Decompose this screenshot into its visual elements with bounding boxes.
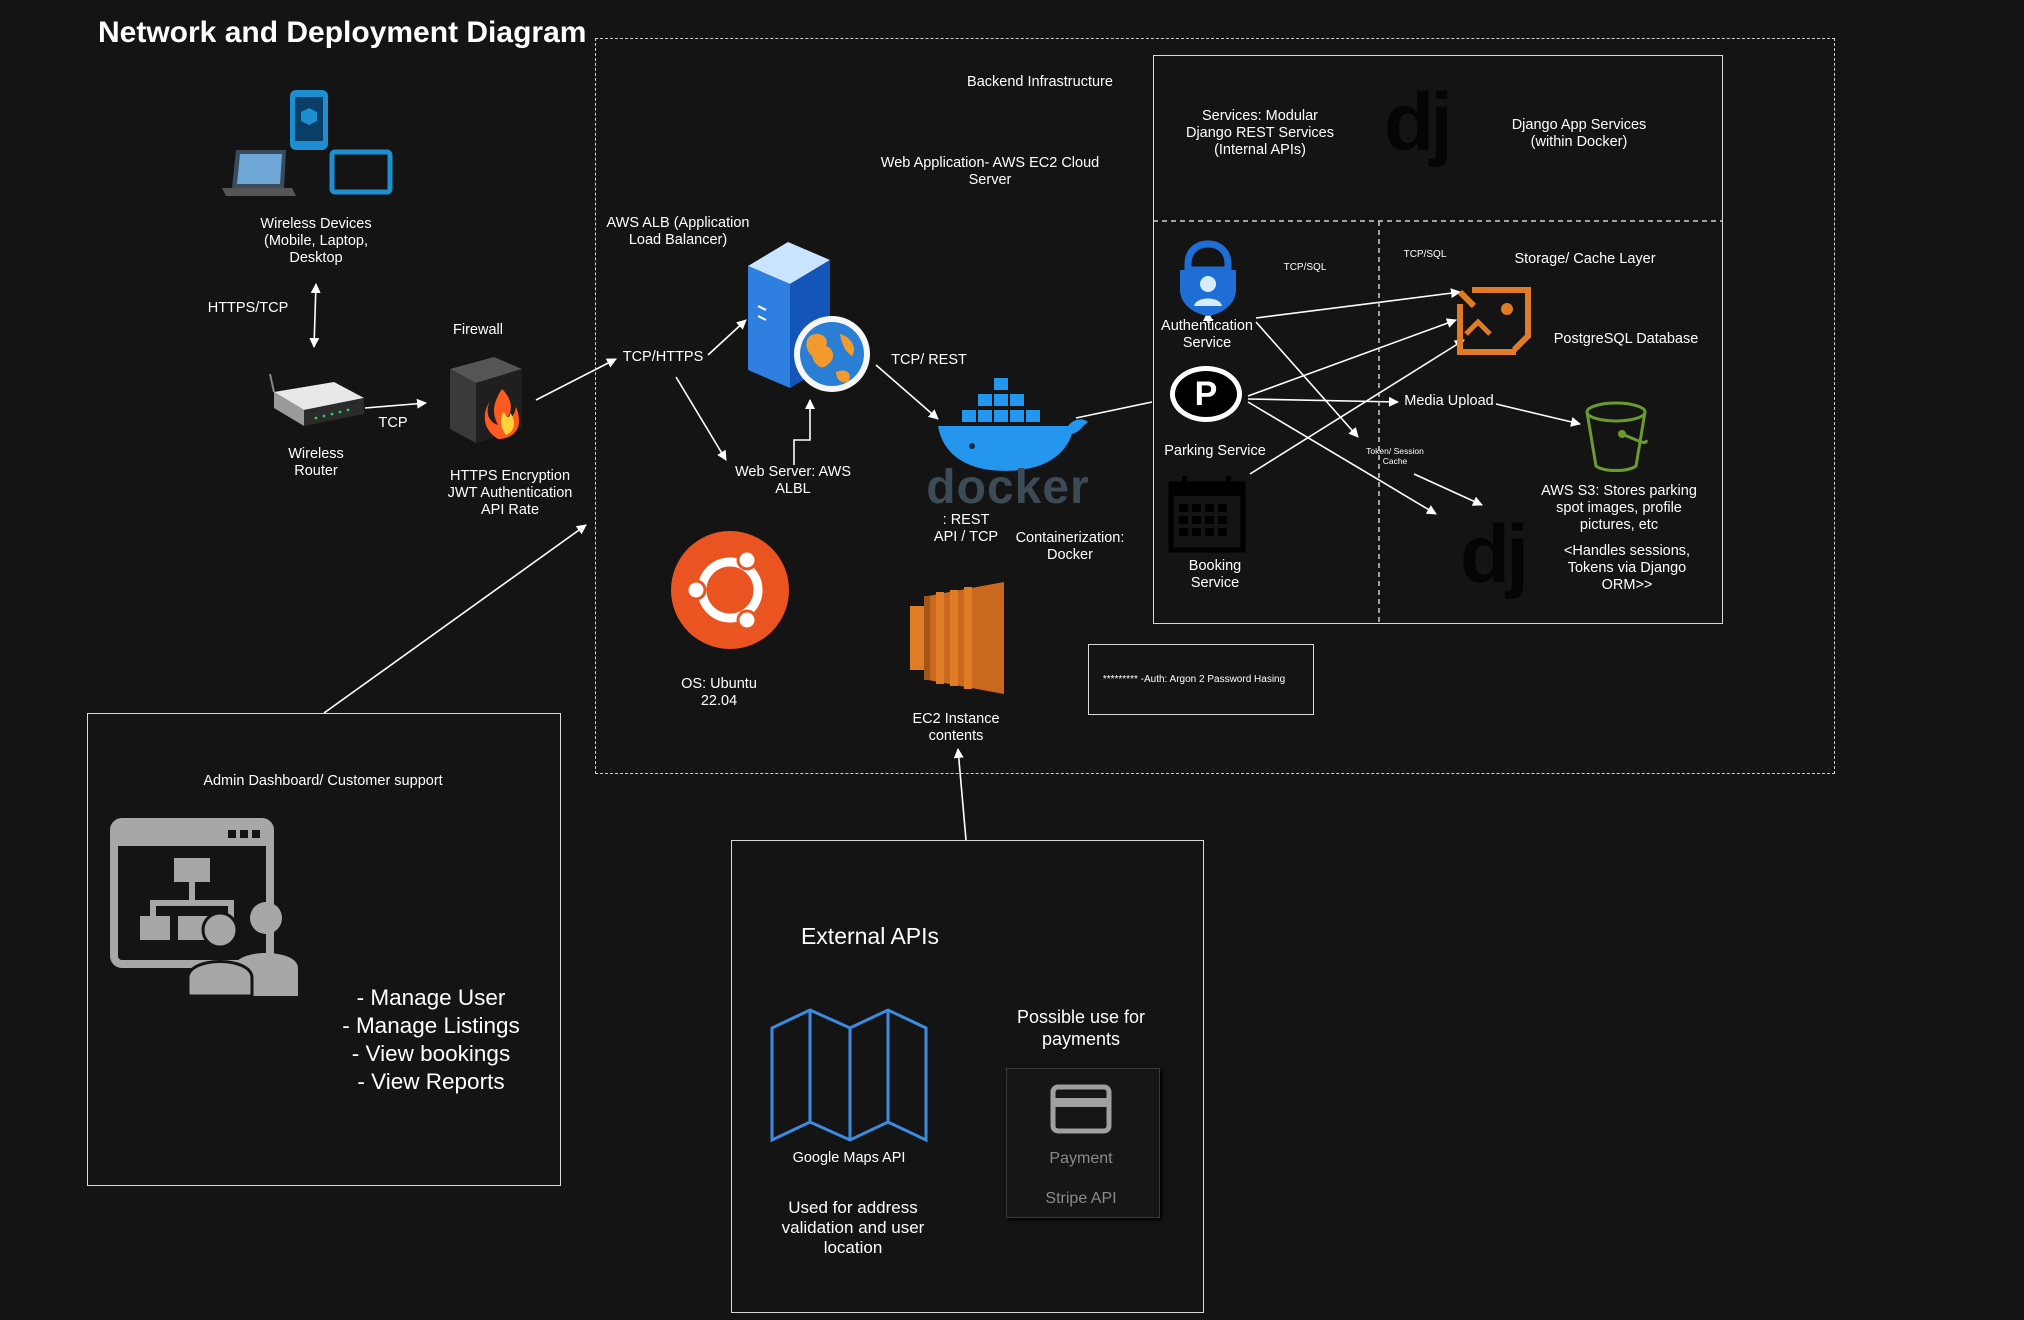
stripe-api-label: Stripe API	[1045, 1190, 1117, 1207]
edge-admin-firewall	[323, 524, 587, 714]
devices-icon	[222, 90, 393, 196]
calendar-icon	[1168, 476, 1246, 553]
edge-media-s3	[1495, 403, 1581, 427]
edge-parking-django	[1247, 401, 1437, 515]
external-apis-title: External APIs	[800, 923, 940, 949]
ec2-icon	[910, 582, 1004, 694]
backend-infrastructure-label: Backend Infrastructure	[967, 74, 1113, 90]
payments-use-label: Possible use for payments	[1016, 1007, 1146, 1049]
google-maps-label: Google Maps API	[792, 1150, 906, 1166]
edge-booking-rds	[1249, 339, 1465, 475]
tcp-https-label: TCP/HTTPS	[622, 349, 704, 365]
s3-bucket-icon	[1585, 401, 1648, 472]
auth-lock-icon	[1180, 240, 1236, 316]
postgresql-label: PostgreSQL Database	[1553, 331, 1699, 347]
parking-glyph: P	[1194, 375, 1218, 413]
edge-external-ec2	[953, 748, 967, 841]
django-services-box	[1153, 55, 1723, 624]
router-icon	[269, 374, 364, 426]
edge-auth-rds	[1255, 288, 1461, 319]
django-icon: dj	[1384, 77, 1453, 168]
django-icon: dj	[1460, 509, 1529, 600]
admin-dashboard-box	[87, 713, 561, 1186]
edge-devices-router	[309, 283, 321, 348]
django-app-services-label: Django App Services (within Docker)	[1511, 117, 1647, 150]
auth-note-label: ********* -Auth: Argon 2 Password Hasing	[1102, 674, 1286, 685]
docker-wordmark: docker	[926, 461, 1090, 514]
parking-service-label: Parking Service	[1164, 443, 1266, 459]
firewall-icon	[450, 357, 522, 443]
wireless-router-label: Wireless Router	[288, 446, 344, 479]
aws-s3-label: AWS S3: Stores parking spot images, prof…	[1541, 483, 1697, 533]
ubuntu-icon	[671, 531, 789, 649]
django-services-dividers	[1153, 220, 1723, 624]
backend-infrastructure-container	[595, 38, 1835, 774]
auth-note-box	[1088, 644, 1314, 715]
token-cache-label: Token/ Session Cache	[1366, 446, 1424, 466]
firewall-label: Firewall	[453, 322, 503, 338]
web-application-label: Web Application- AWS EC2 Cloud Server	[880, 155, 1100, 188]
https-tcp-label: HTTPS/TCP	[207, 300, 289, 316]
diagram-title: Network and Deployment Diagram	[98, 16, 587, 49]
containerization-label: Containerization: Docker	[1015, 530, 1125, 563]
tcp-rest-label: TCP/ REST	[891, 352, 967, 368]
auth-service-label: Authentication Service	[1161, 318, 1253, 351]
edge-firewall-alb	[535, 358, 617, 401]
web-server-label: Web Server: AWS ALBL	[734, 464, 852, 497]
edge-token-django	[1413, 473, 1483, 506]
firewall-notes-label: HTTPS Encryption JWT Authentication API …	[447, 468, 573, 518]
edge-parking-media	[1247, 396, 1399, 407]
credit-card-icon	[1050, 1084, 1112, 1134]
tcp-sql-label: TCP/SQL	[1283, 262, 1327, 273]
storage-cache-label: Storage/ Cache Layer	[1514, 251, 1656, 267]
os-ubuntu-label: OS: Ubuntu 22.04	[681, 676, 757, 709]
edge-docker-services	[1075, 401, 1153, 419]
tcp-label: TCP	[378, 415, 408, 431]
edge-parking-rds	[1247, 318, 1457, 397]
edge-webserver-server	[793, 399, 815, 465]
edge-server-docker	[875, 364, 939, 420]
payment-card-tile	[1006, 1068, 1160, 1218]
services-modular-label: Services: Modular Django REST Services (…	[1185, 108, 1335, 158]
edge-alb-server	[707, 319, 747, 356]
rds-database-icon	[1457, 287, 1531, 355]
maps-use-label: Used for address validation and user loc…	[781, 1198, 925, 1257]
ec2-instance-label: EC2 Instance contents	[912, 711, 1000, 744]
admin-dashboard-icon	[110, 818, 298, 996]
wireless-devices-label: Wireless Devices (Mobile, Laptop, Deskto…	[260, 216, 372, 266]
tcp-sql-label: TCP/SQL	[1403, 249, 1447, 260]
admin-actions-list: - Manage User - Manage Listings - View b…	[342, 985, 520, 1094]
edge-router-firewall	[364, 398, 427, 409]
sessions-label: <Handles sessions, Tokens via Django ORM…	[1563, 543, 1691, 593]
payment-label: Payment	[1049, 1150, 1113, 1167]
server-globe-icon	[748, 242, 870, 392]
admin-dashboard-label: Admin Dashboard/ Customer support	[203, 773, 443, 789]
parking-icon	[1170, 366, 1242, 422]
aws-alb-label: AWS ALB (Application Load Balancer)	[606, 215, 750, 248]
docker-whale-icon	[938, 378, 1088, 471]
booking-service-label: Booking Service	[1188, 558, 1242, 591]
rest-api-label: : REST API / TCP	[933, 512, 999, 545]
external-apis-box	[731, 840, 1204, 1313]
map-icon	[770, 1008, 928, 1143]
media-upload-label: Media Upload	[1404, 393, 1494, 409]
edge-alb-webserver	[675, 376, 727, 461]
